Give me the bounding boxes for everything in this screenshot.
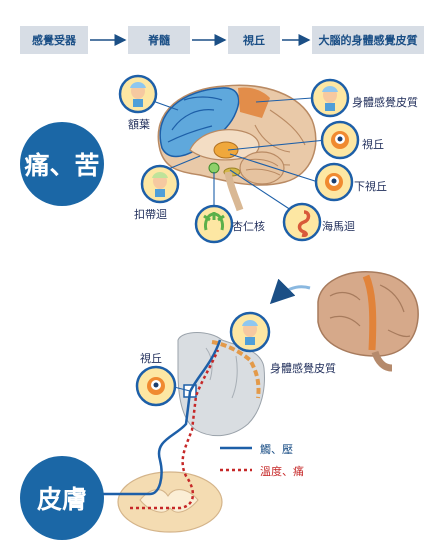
flow-step-spinal-cord: 脊髓 bbox=[128, 26, 190, 54]
head-icon-cingulate bbox=[140, 164, 180, 204]
brain-side-view bbox=[317, 271, 419, 372]
amygdala-icon bbox=[194, 204, 234, 244]
zoom-arrow bbox=[269, 278, 311, 305]
eye-creature-icon-thalamus-bottom bbox=[135, 365, 177, 407]
label-thalamus-bottom: 視丘 bbox=[140, 352, 162, 365]
eye-creature-icon-thalamus-top bbox=[320, 120, 360, 160]
label-cingulate: 扣帶迴 bbox=[134, 208, 167, 221]
head-icon-somatosensory-top bbox=[310, 78, 350, 118]
label-hypothalamus: 下視丘 bbox=[354, 180, 387, 193]
label-somatosensory-bottom: 身體感覺皮質 bbox=[270, 362, 336, 375]
label-somatosensory-top: 身體感覺皮質 bbox=[352, 96, 418, 109]
head-icon-somatosensory-bottom bbox=[229, 311, 271, 353]
flow-step-thalamus: 視丘 bbox=[228, 26, 280, 54]
brain-slice bbox=[177, 332, 265, 437]
legend-pain-label: 溫度、痛 bbox=[260, 465, 304, 478]
label-amygdala: 杏仁核 bbox=[232, 220, 265, 233]
head-icon-frontal bbox=[118, 74, 158, 114]
eye-creature-icon-hypothalamus bbox=[314, 162, 354, 202]
section-title-skin: 皮膚 bbox=[20, 456, 104, 540]
section-title-pain: 痛、苦 bbox=[20, 122, 104, 206]
flow-step-cortex: 大腦的身體感覺皮質 bbox=[312, 26, 424, 54]
brain-sagittal bbox=[157, 84, 317, 212]
label-thalamus-top: 視丘 bbox=[362, 138, 384, 151]
touch-pathway-line bbox=[92, 339, 222, 496]
spinal-cord-slice bbox=[117, 471, 223, 533]
label-hippocampus: 海馬迴 bbox=[322, 220, 355, 233]
label-frontal-lobe: 額葉 bbox=[128, 118, 150, 131]
legend-touch-label: 觸、壓 bbox=[260, 443, 293, 456]
seahorse-icon bbox=[282, 202, 322, 242]
pain-pathway-line bbox=[130, 349, 220, 510]
flow-step-receptor: 感覺受器 bbox=[20, 26, 88, 54]
